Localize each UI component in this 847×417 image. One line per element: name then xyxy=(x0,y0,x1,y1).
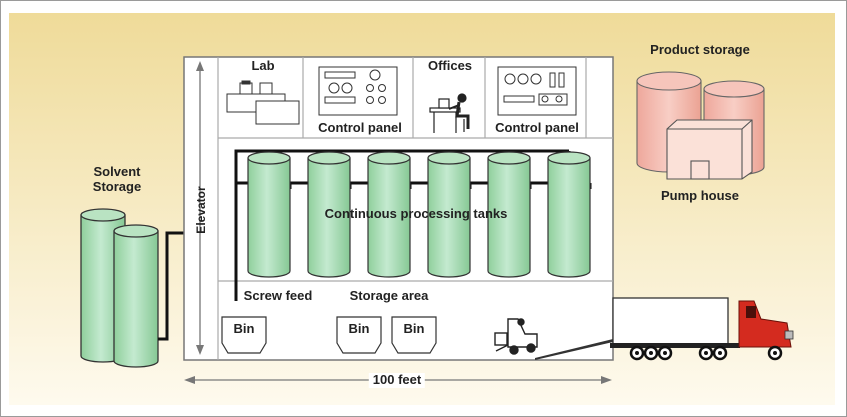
pump-house-label: Pump house xyxy=(660,188,740,203)
bins xyxy=(221,316,437,354)
elevator-label: Elevator xyxy=(194,186,208,234)
bin-label: Bin xyxy=(403,321,425,336)
lab-label: Lab xyxy=(251,58,275,73)
processing-tank xyxy=(427,151,471,278)
processing-tank xyxy=(307,151,351,278)
processing-tank xyxy=(247,151,291,278)
processing-tanks xyxy=(247,151,591,278)
truck-icon xyxy=(610,297,794,361)
offices-label: Offices xyxy=(427,58,473,73)
screw-feed-label: Screw feed xyxy=(243,288,313,303)
storage-area-label: Storage area xyxy=(349,288,429,303)
bin-label: Bin xyxy=(233,321,255,336)
product-storage-label: Product storage xyxy=(650,42,750,57)
control-panel-right-label: Control panel xyxy=(495,120,579,135)
lab-equipment-icon xyxy=(226,80,300,125)
control-panel-icon xyxy=(318,66,398,116)
pump-house-icon xyxy=(666,119,753,180)
solvent-pipe xyxy=(158,231,185,341)
solvent-storage-tanks xyxy=(80,208,159,368)
office-worker-icon xyxy=(429,93,470,133)
tanks-label: Continuous processing tanks xyxy=(324,206,508,221)
forklift-icon xyxy=(494,318,538,355)
control-panel-left-label: Control panel xyxy=(318,120,402,135)
loading-ramp xyxy=(535,339,613,360)
solvent-storage-label: Solvent Storage xyxy=(92,164,142,194)
processing-tank xyxy=(487,151,531,278)
control-panel-icon xyxy=(497,66,577,116)
bin-label: Bin xyxy=(348,321,370,336)
processing-tank xyxy=(547,151,591,278)
processing-tank xyxy=(367,151,411,278)
dimension-label: 100 feet xyxy=(368,372,426,388)
